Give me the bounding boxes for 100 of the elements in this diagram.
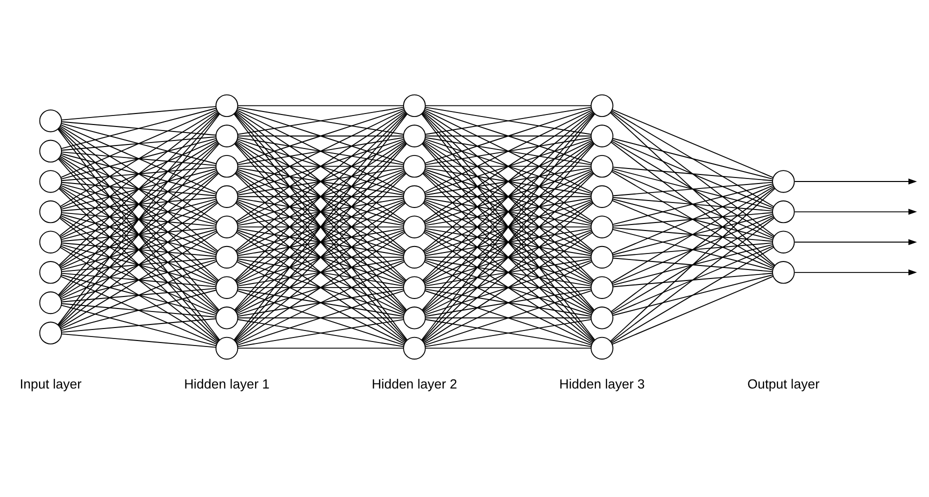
connector (424, 106, 592, 135)
connector (612, 200, 774, 269)
connector (60, 201, 218, 298)
node-circle (403, 276, 426, 299)
node-circle (215, 276, 238, 299)
node-circle (590, 336, 614, 360)
connector (237, 319, 404, 348)
connector (61, 182, 216, 196)
connector (61, 136, 216, 151)
connector (60, 168, 217, 210)
connector (60, 229, 217, 270)
connector (237, 106, 404, 135)
node-circle (39, 170, 62, 193)
arrow (794, 239, 917, 246)
connector (424, 319, 592, 348)
connector (60, 153, 217, 195)
connector (424, 138, 592, 194)
connector (612, 140, 774, 208)
connector (422, 112, 594, 252)
connector (235, 202, 406, 342)
arrow (794, 178, 917, 184)
connector (60, 218, 218, 342)
connector (611, 216, 774, 314)
node-circle (215, 216, 238, 238)
connector (424, 170, 592, 254)
connector (423, 141, 594, 252)
connector (422, 202, 594, 342)
node-circle (39, 261, 62, 284)
node-circle (772, 170, 795, 193)
connector (237, 137, 404, 166)
connector (60, 124, 217, 194)
connector (60, 230, 217, 300)
node-circle (590, 185, 614, 208)
arrow (794, 208, 917, 215)
connector (60, 260, 217, 330)
connector (237, 288, 404, 317)
node-circle (403, 94, 426, 118)
connector (61, 318, 216, 333)
connector (424, 287, 592, 288)
connector (612, 184, 773, 225)
connector (61, 106, 216, 120)
connector (236, 170, 405, 254)
connector (612, 246, 774, 314)
connector (610, 112, 776, 266)
connector (612, 258, 773, 272)
connector (58, 158, 219, 312)
connector (610, 111, 775, 236)
connector (61, 212, 216, 227)
node-circle (403, 185, 426, 208)
connector (60, 259, 217, 301)
connector (612, 170, 774, 239)
connector (60, 186, 218, 283)
connector (61, 121, 216, 136)
connector (422, 142, 594, 312)
connector (424, 137, 592, 166)
connector (60, 188, 218, 312)
connector (424, 261, 592, 344)
connector (60, 109, 217, 178)
connector (60, 216, 218, 314)
node-circle (215, 94, 238, 118)
connector (612, 214, 773, 256)
connector (236, 140, 405, 223)
connector (612, 109, 774, 178)
node-circle (590, 276, 614, 299)
node-circle (772, 200, 795, 224)
connector (611, 246, 774, 344)
connector (424, 288, 592, 317)
connector (424, 167, 592, 196)
connector (424, 110, 592, 193)
connector (424, 348, 592, 349)
node-circle (590, 94, 614, 118)
connector (424, 199, 592, 255)
connector (60, 170, 217, 238)
connector (60, 214, 217, 256)
connector (236, 110, 406, 222)
label: Hidden layer 2 (372, 376, 458, 392)
connector (60, 232, 218, 328)
connector (424, 196, 592, 198)
connector (424, 140, 592, 223)
connector (610, 218, 775, 342)
connector (612, 168, 773, 210)
node-circle (215, 185, 238, 208)
connector (58, 128, 219, 281)
connector (237, 228, 404, 256)
connector (611, 140, 774, 238)
node-circle (39, 322, 62, 344)
connector (612, 182, 773, 196)
connector (237, 230, 404, 285)
connector (60, 244, 217, 286)
connector (423, 232, 594, 344)
connector (237, 256, 404, 258)
node-circle (39, 109, 62, 132)
connector (612, 276, 774, 345)
connector (424, 228, 592, 256)
connector (612, 242, 773, 257)
connector (237, 199, 404, 255)
connector (612, 166, 773, 182)
connector (58, 112, 219, 266)
connector (60, 274, 217, 316)
connector (60, 185, 217, 254)
